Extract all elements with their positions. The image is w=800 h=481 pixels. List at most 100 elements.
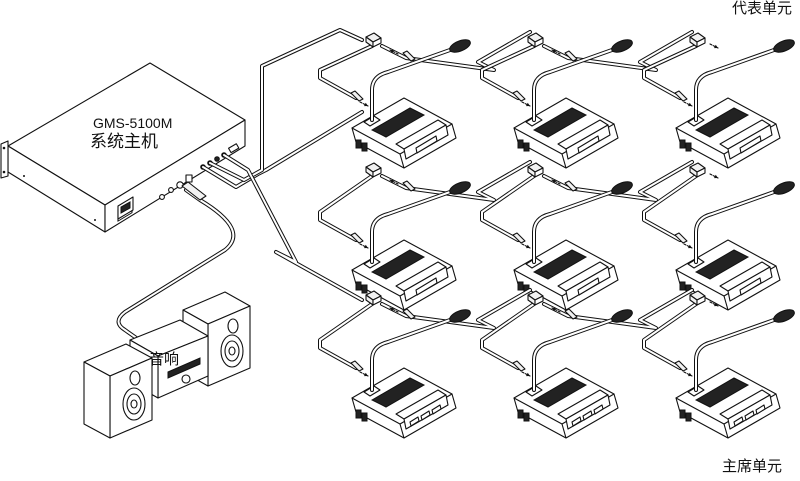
- port-icon: [168, 187, 174, 193]
- trunk-cables: [201, 28, 364, 302]
- audio-out-port: [176, 181, 184, 189]
- microphone-head-icon: [773, 39, 795, 53]
- insert-arrow-icon: [521, 101, 531, 107]
- cable-connector-icon: [689, 32, 706, 48]
- drop-cable: [480, 174, 536, 242]
- port-icon: [185, 174, 193, 183]
- speaker-grille-icon: [370, 107, 426, 138]
- system-host: [0, 62, 246, 233]
- microphone-gooseneck: [370, 181, 471, 264]
- display-icon: [167, 357, 201, 379]
- unit-row-delegate: [318, 30, 795, 169]
- insert-arrow-icon: [389, 49, 399, 55]
- microphone-gooseneck: [532, 309, 633, 392]
- chairman-button: [755, 404, 766, 415]
- chairman-button: [733, 416, 744, 427]
- host-model-label: GMS-5100M: [93, 115, 173, 131]
- microphone-head-icon: [611, 39, 633, 53]
- drop-cable: [318, 174, 374, 242]
- control-panel: [557, 261, 611, 302]
- speak-button: [739, 135, 762, 154]
- cable-plug-icon: [564, 50, 578, 62]
- delegate-unit-label: 代表单元: [732, 0, 793, 17]
- unit-chains: [318, 30, 795, 439]
- delegate-unit: [513, 39, 633, 169]
- cable-connector-icon: [365, 290, 382, 306]
- chairman-button: [744, 410, 755, 421]
- insert-arrow-icon: [359, 371, 369, 377]
- control-panel: [395, 119, 449, 160]
- control-panel: [395, 389, 449, 430]
- cable-plug-icon: [402, 308, 416, 320]
- microphone-head-icon: [449, 39, 471, 53]
- speak-button: [577, 135, 600, 154]
- cable-connector-icon: [365, 32, 382, 48]
- speaker-grille-icon: [694, 107, 750, 138]
- microphone-head-icon: [773, 309, 795, 323]
- drop-cable: [642, 174, 698, 242]
- chairman-button: [571, 416, 582, 427]
- chain-port-icon: [214, 156, 220, 162]
- speaker-grille-icon: [532, 377, 588, 408]
- insert-arrow-icon: [359, 243, 369, 249]
- microphone-gooseneck: [694, 309, 795, 392]
- speaker-grille-icon: [370, 377, 426, 408]
- insert-arrow-icon: [389, 179, 399, 185]
- host-rack-ear: [0, 140, 9, 179]
- microphone-gooseneck: [694, 39, 795, 122]
- speak-button: [415, 135, 438, 154]
- microphone-head-icon: [773, 181, 795, 195]
- drop-cable: [480, 302, 536, 370]
- cable-connector-icon: [527, 290, 544, 306]
- port-icon: [159, 194, 165, 200]
- insert-arrow-icon: [521, 243, 531, 249]
- delegate-unit: [351, 39, 471, 169]
- host-name-label: 系统主机: [90, 132, 158, 151]
- drop-cable: [480, 44, 536, 100]
- microphone-gooseneck: [694, 181, 795, 264]
- port-icon: [227, 143, 240, 154]
- unit-row-chairman: [318, 288, 795, 439]
- chairman-button: [420, 410, 431, 421]
- microphone-head-icon: [449, 309, 471, 323]
- insert-arrow-icon: [551, 307, 561, 313]
- microphone-gooseneck: [370, 39, 471, 122]
- drop-cable: [642, 44, 698, 100]
- chairman-button: [582, 410, 593, 421]
- tweeter-icon: [227, 318, 239, 334]
- drop-cable: [318, 44, 374, 100]
- insert-arrow-icon: [709, 301, 719, 307]
- unit-row-delegate: [318, 160, 795, 311]
- cable-plug-icon: [350, 360, 364, 372]
- cable-connector-icon: [527, 162, 544, 178]
- delegate-unit: [351, 181, 471, 311]
- insert-arrow-icon: [359, 101, 369, 107]
- control-panel: [557, 119, 611, 160]
- speak-button: [415, 277, 438, 296]
- microphone-head-icon: [611, 181, 633, 195]
- chairman-unit-label: 主席单元: [722, 458, 783, 475]
- trunk-cable: [208, 28, 364, 182]
- delegate-unit: [675, 181, 795, 311]
- speaker-left: [83, 343, 153, 439]
- cable-plug-icon: [350, 232, 364, 244]
- insert-arrow-icon: [389, 307, 399, 313]
- insert-arrow-icon: [551, 179, 561, 185]
- microphone-gooseneck: [532, 39, 633, 122]
- cable-plug-icon: [674, 90, 688, 102]
- chairman-button: [409, 416, 420, 427]
- speaker-grille-icon: [694, 377, 750, 408]
- audio-system: [83, 181, 251, 439]
- microphone-head-icon: [449, 181, 471, 195]
- delegate-unit: [513, 181, 633, 311]
- cable-plug-icon: [512, 360, 526, 372]
- microphone-gooseneck: [370, 309, 471, 392]
- microphone-gooseneck: [532, 181, 633, 264]
- chairman-unit: [675, 309, 795, 439]
- control-panel: [557, 389, 611, 430]
- trunk-cable: [222, 153, 364, 302]
- insert-arrow-icon: [551, 49, 561, 55]
- control-panel: [719, 119, 773, 160]
- chairman-unit: [351, 309, 471, 439]
